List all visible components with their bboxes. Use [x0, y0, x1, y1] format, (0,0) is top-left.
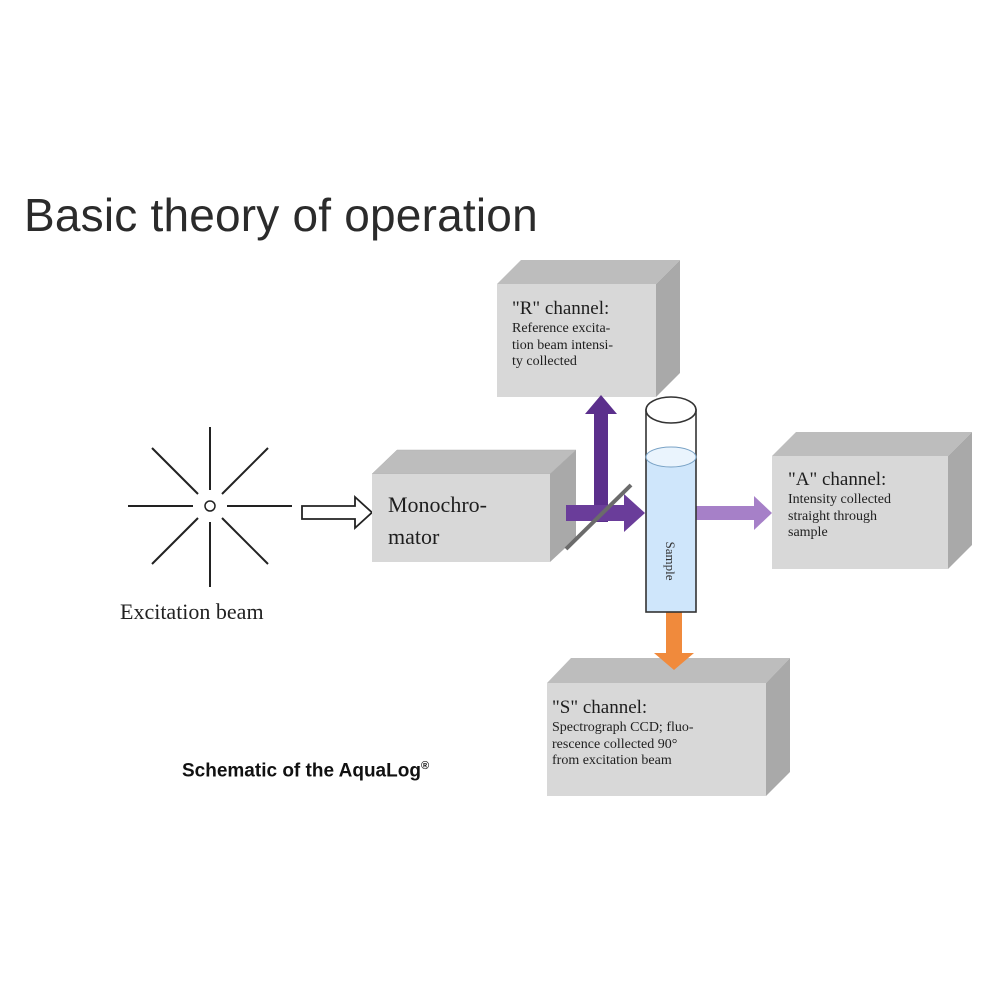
input-arrow: [301, 494, 374, 531]
registered-mark: ®: [420, 760, 430, 772]
monochromator-box: [371, 449, 577, 562]
a-channel-box: [772, 432, 972, 569]
s-channel-heading: "S" channel:: [552, 697, 648, 718]
s-channel-line: Spectrograph CCD; fluo-: [552, 719, 694, 735]
monochromator-label-line2: mator: [388, 523, 440, 549]
r-channel-arrow: [585, 395, 617, 522]
box-side: [550, 450, 576, 562]
a-channel-line: straight through: [788, 508, 878, 524]
monochromator-label-line1: Monochro-: [388, 492, 487, 517]
s-channel-box: [547, 658, 790, 796]
r-channel-line: Reference excita-: [512, 320, 611, 336]
r-channel-heading: "R" channel:: [512, 298, 610, 319]
excitation-arrow: [566, 494, 645, 532]
sample-cuvette: [645, 396, 697, 613]
excitation-beam-label: Excitation beam: [120, 599, 264, 624]
a-channel-heading: "A" channel:: [788, 469, 887, 490]
s-channel-text: "S" channel: Spectrograph CCD; fluo- res…: [552, 697, 722, 770]
figure-caption: Schematic of the AquaLog®: [182, 760, 429, 782]
beam-splitter: [564, 483, 633, 551]
r-channel-line: ty collected: [512, 354, 577, 370]
caption-text: Schematic of the AquaLog: [182, 760, 421, 782]
r-channel-text: "R" channel: Reference excita- tion beam…: [512, 298, 652, 371]
r-channel-box: [497, 260, 680, 397]
box-top: [371, 449, 577, 475]
page-title: Basic theory of operation: [24, 189, 538, 241]
a-channel-text: "A" channel: Intensity collected straigh…: [788, 469, 938, 542]
monochromator-label: Monochro- mator: [388, 489, 487, 553]
s-channel-line: from excitation beam: [552, 753, 672, 769]
s-channel-arrow: [654, 612, 694, 670]
excitation-source-icon: [128, 427, 292, 587]
a-channel-arrow: [694, 496, 772, 530]
sample-label: Sample: [663, 541, 678, 581]
box-front: [372, 474, 550, 562]
s-channel-line: rescence collected 90°: [552, 736, 678, 752]
a-channel-line: Intensity collected: [788, 491, 892, 507]
a-channel-line: sample: [788, 525, 828, 541]
r-channel-line: tion beam intensi-: [512, 337, 614, 353]
